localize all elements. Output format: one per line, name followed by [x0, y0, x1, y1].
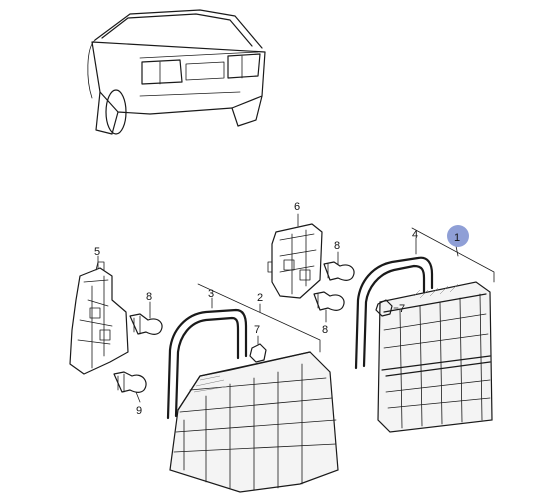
bulb-middle-lower [313, 291, 345, 311]
callout-8-middle-lower: 8 [322, 324, 328, 336]
leader-lines [97, 213, 495, 403]
nut-right [375, 299, 393, 317]
callout-highlight [447, 225, 469, 247]
bulb-left-upper [129, 313, 163, 335]
callout-4: 4 [412, 229, 418, 241]
callout-9: 9 [136, 405, 142, 417]
bulb-holder-middle [267, 223, 323, 299]
bulb-holder-left [69, 261, 129, 375]
callout-6: 6 [294, 201, 300, 213]
callout-3: 3 [208, 288, 214, 300]
callout-7-left: 7 [254, 324, 260, 336]
callout-8-left: 8 [146, 291, 152, 303]
car-rear-illustration [87, 9, 266, 135]
callout-7-right: 7 [399, 303, 405, 315]
tail-light-inner-right [377, 281, 493, 433]
callout-8-middle-upper: 8 [334, 240, 340, 252]
bulb-middle-upper [323, 261, 355, 281]
gasket-right [354, 256, 434, 370]
bulb-left-lower [113, 371, 147, 393]
tail-light-outer-left [169, 351, 339, 493]
callout-5: 5 [94, 246, 100, 258]
gasket-left [166, 308, 248, 420]
callout-1: 1 [454, 232, 460, 244]
nut-left [249, 343, 267, 363]
callout-2: 2 [257, 292, 263, 304]
